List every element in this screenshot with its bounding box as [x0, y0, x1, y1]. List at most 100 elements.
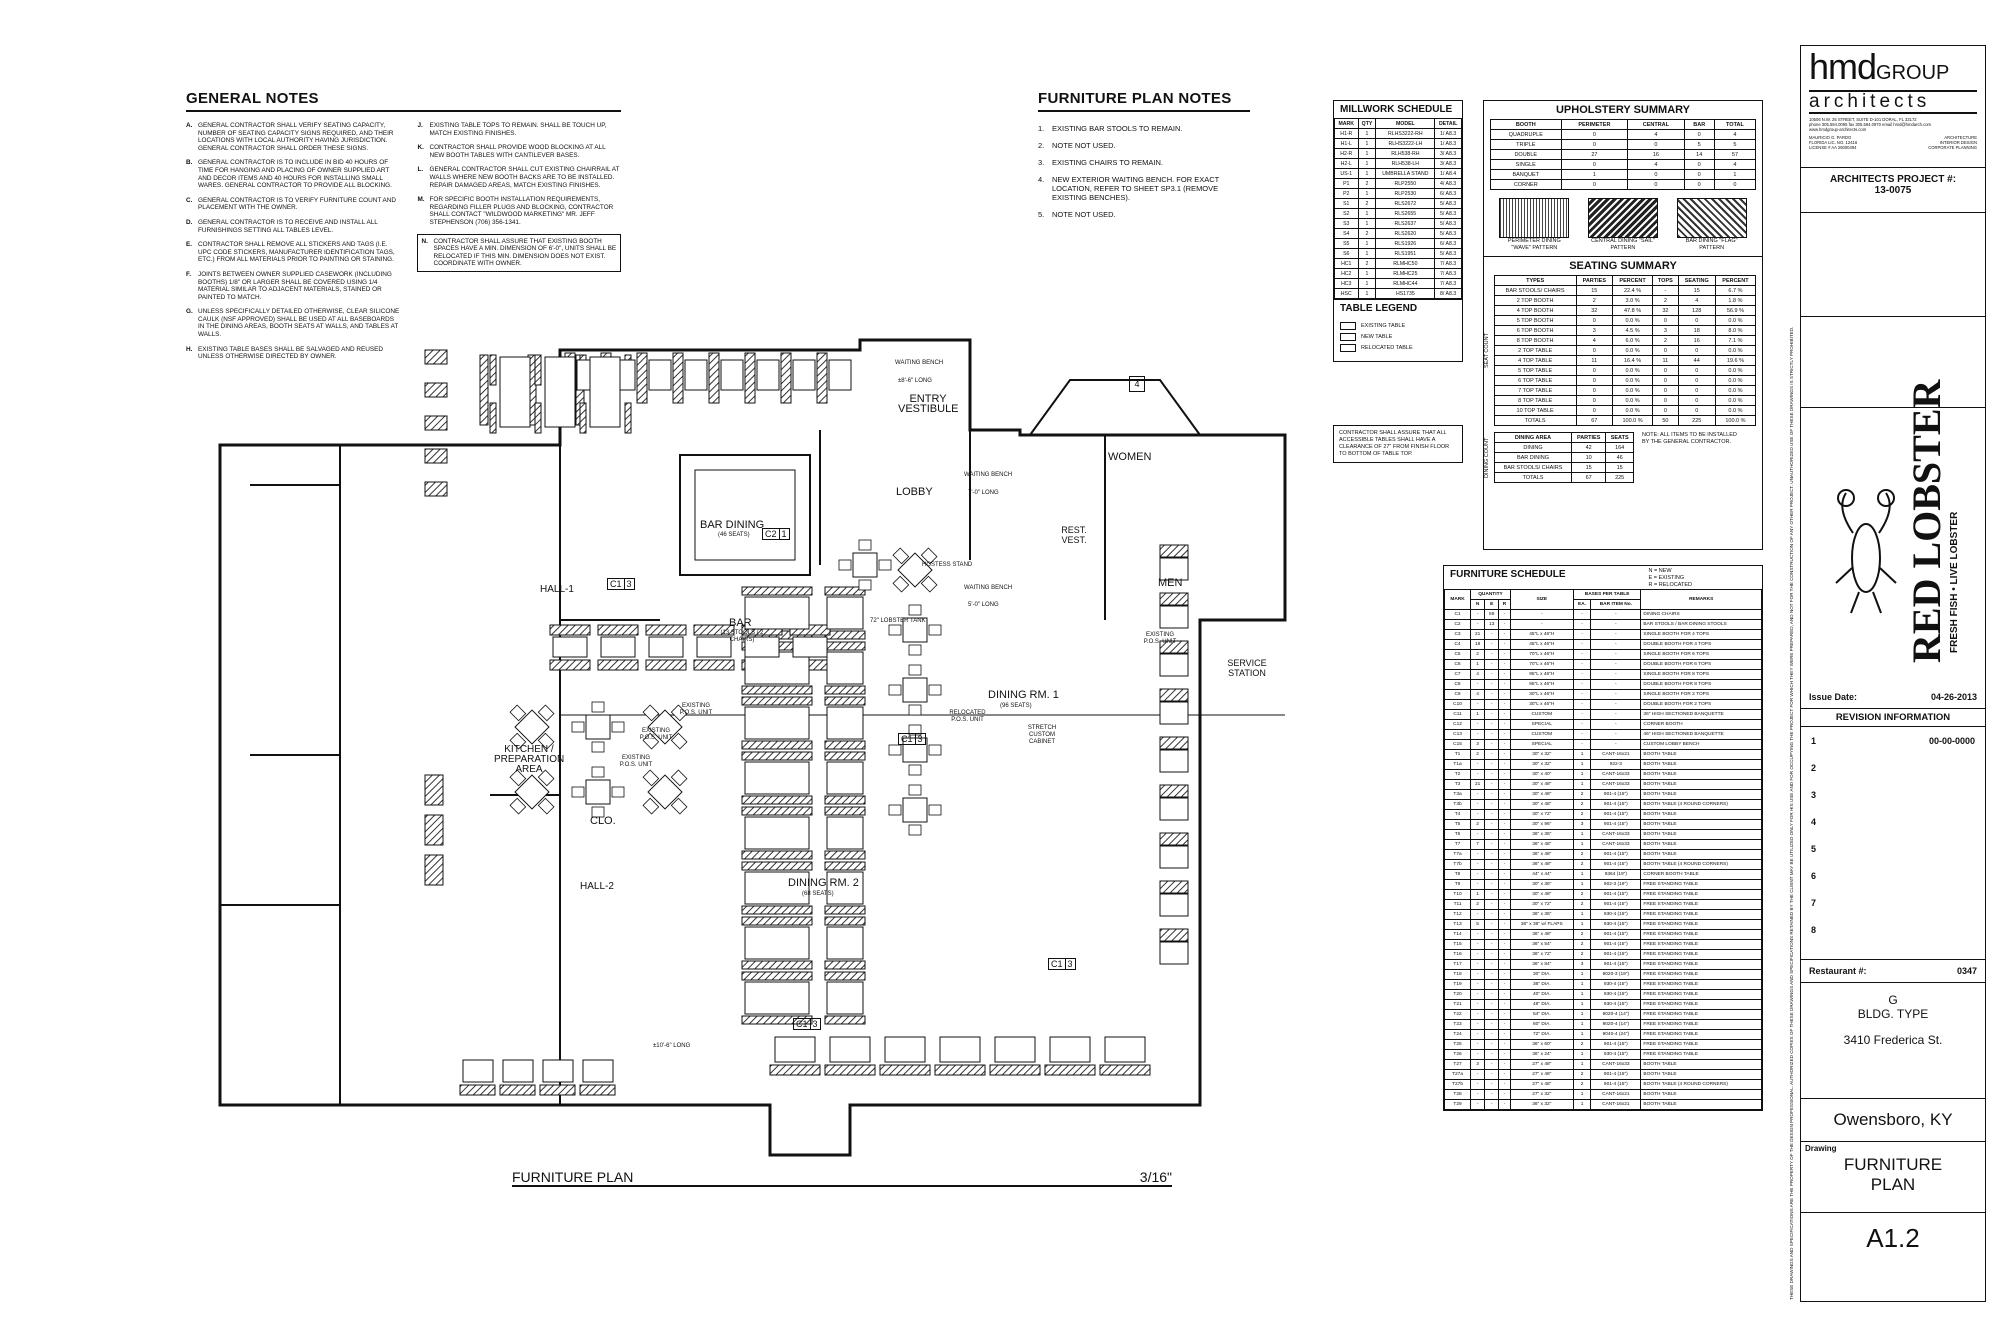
- booth-seat: [741, 685, 813, 695]
- table-header: BAR: [1683, 119, 1715, 130]
- square-table: [571, 766, 625, 818]
- room-hall-1: HALL-1: [540, 584, 574, 595]
- square-table: [509, 769, 555, 815]
- furniture-schedule-table: MARK QUANTITY SIZE BASES PER TABLE REMAR…: [1443, 589, 1762, 1110]
- issue-date-label: Issue Date:: [1809, 692, 1858, 702]
- room-kitchen: KITCHEN / PREPARATION AREA: [494, 744, 565, 775]
- note-text: NOTE NOT USED.: [1052, 210, 1116, 219]
- table-cell: 2: [1572, 899, 1592, 910]
- table-row: C10---30"L x 46"H--DOUBLE BOOTH FOR 2 TO…: [1443, 699, 1762, 710]
- table-cell: T27a: [1443, 1069, 1472, 1080]
- table-cell: FREE STANDING TABLE: [1640, 1039, 1762, 1050]
- note-item: L.GENERAL CONTRACTOR SHALL CUT EXISTING …: [417, 166, 621, 189]
- booth-seat: [741, 971, 813, 981]
- table-cell: -: [1484, 1089, 1500, 1100]
- table-cell: -: [1498, 629, 1511, 640]
- booth-seat: [424, 415, 448, 431]
- table-cell: 4: [1713, 159, 1757, 170]
- note-text: GENERAL CONTRACTOR IS TO RECEIVE AND INS…: [198, 218, 378, 234]
- table-cell: C6: [1443, 659, 1472, 670]
- table-cell: 2: [1572, 789, 1592, 800]
- table-cell: -: [1470, 1099, 1486, 1110]
- table-cell: 5/ A8.3: [1434, 218, 1462, 229]
- table-cell: BOOTH TABLE: [1640, 809, 1762, 820]
- table-cell: 5/ A8.3: [1434, 228, 1462, 239]
- table-cell: 32: [1575, 305, 1614, 316]
- booth-table: [826, 981, 864, 1015]
- table-cell: RLP2550: [1375, 178, 1436, 189]
- note-key: N.: [421, 237, 428, 245]
- room-dining-2-seats: (68 SEATS): [802, 891, 834, 897]
- table-cell: 0: [1683, 169, 1715, 180]
- table-cell: -: [1470, 699, 1486, 710]
- note-key: B.: [186, 159, 193, 167]
- table-cell: -: [1484, 799, 1500, 810]
- table-cell: 30" DIA.: [1509, 969, 1574, 980]
- revision-row: 2: [1801, 754, 1985, 781]
- table-cell: 27" x 48": [1509, 1079, 1574, 1090]
- room-lobby: LOBBY: [896, 486, 933, 498]
- table-cell: -: [1484, 979, 1500, 990]
- table-cell: 36" x 36": [1509, 909, 1574, 920]
- callout-c1-bar-label: C1: [607, 578, 625, 590]
- fs-head-item: BAR ITEM No.: [1590, 599, 1642, 610]
- table-cell: 16: [1627, 149, 1685, 160]
- booth-table: [774, 1036, 816, 1063]
- firm-phone: phone 305.594.0095 fax 305.594.0970 emai…: [1809, 122, 1932, 127]
- table-cell: 2: [1572, 1069, 1592, 1080]
- table-cell: -: [1590, 649, 1642, 660]
- table-cell: SINGLE BOOTH FOR 8 TOPS: [1640, 669, 1762, 680]
- booth-seat: [824, 971, 866, 981]
- label-waiting-bench-top-len: ±8'-6" LONG: [898, 378, 932, 384]
- table-cell: -: [1498, 1059, 1511, 1070]
- table-cell: -: [1470, 1009, 1486, 1020]
- table-cell: 2 TOP BOOTH: [1493, 295, 1577, 306]
- callout-c2-count: 1: [779, 528, 790, 540]
- table-cell: T28: [1443, 1089, 1472, 1100]
- table-cell: -: [1470, 829, 1486, 840]
- table-cell: FREE STANDING TABLE: [1640, 979, 1762, 990]
- table-cell: S5: [1334, 238, 1359, 249]
- note-key: 5.: [1038, 210, 1045, 219]
- table-cell: -: [1484, 739, 1500, 750]
- callout-c1-dining2-count: 3: [810, 1018, 821, 1030]
- room-entry-vestibule: ENTRY VESTIBULE: [898, 393, 959, 415]
- table-cell: 22.4 %: [1612, 285, 1654, 296]
- table-header: TYPES: [1493, 275, 1577, 286]
- booth-table: [499, 356, 531, 428]
- table-cell: FREE STANDING TABLE: [1640, 1019, 1762, 1030]
- booth-seat: [741, 751, 813, 761]
- booth-seat: [645, 659, 687, 671]
- fs-head-mark: MARK: [1443, 589, 1472, 610]
- table-cell: FREE STANDING TABLE: [1640, 989, 1762, 1000]
- table-cell: 901-4 (15"): [1590, 849, 1642, 860]
- table-cell: 44" x 44": [1509, 869, 1574, 880]
- table-cell: 45"L x 46"H: [1509, 629, 1574, 640]
- table-cell: RLH538-RH: [1375, 148, 1436, 159]
- table-cell: -: [1498, 739, 1511, 750]
- table-cell: 3: [1470, 1059, 1486, 1070]
- callout-c1-dining1b: C1 3: [1048, 958, 1076, 970]
- table-cell: T4: [1443, 809, 1472, 820]
- table-cell: 930-4 (15"): [1590, 909, 1642, 920]
- note-item: D.GENERAL CONTRACTOR IS TO RECEIVE AND I…: [186, 219, 399, 234]
- booth-table: [994, 1036, 1036, 1063]
- room-service-station: SERVICE STATION: [1227, 658, 1267, 678]
- note-item: G.UNLESS SPECIFICALLY DETAILED OTHERWISE…: [186, 308, 399, 338]
- table-cell: C2: [1443, 619, 1472, 630]
- table-cell: C10: [1443, 699, 1472, 710]
- table-cell: 3/ A8.3: [1434, 158, 1462, 169]
- booth-seat: [1159, 544, 1189, 558]
- table-cell: 0: [1652, 385, 1679, 396]
